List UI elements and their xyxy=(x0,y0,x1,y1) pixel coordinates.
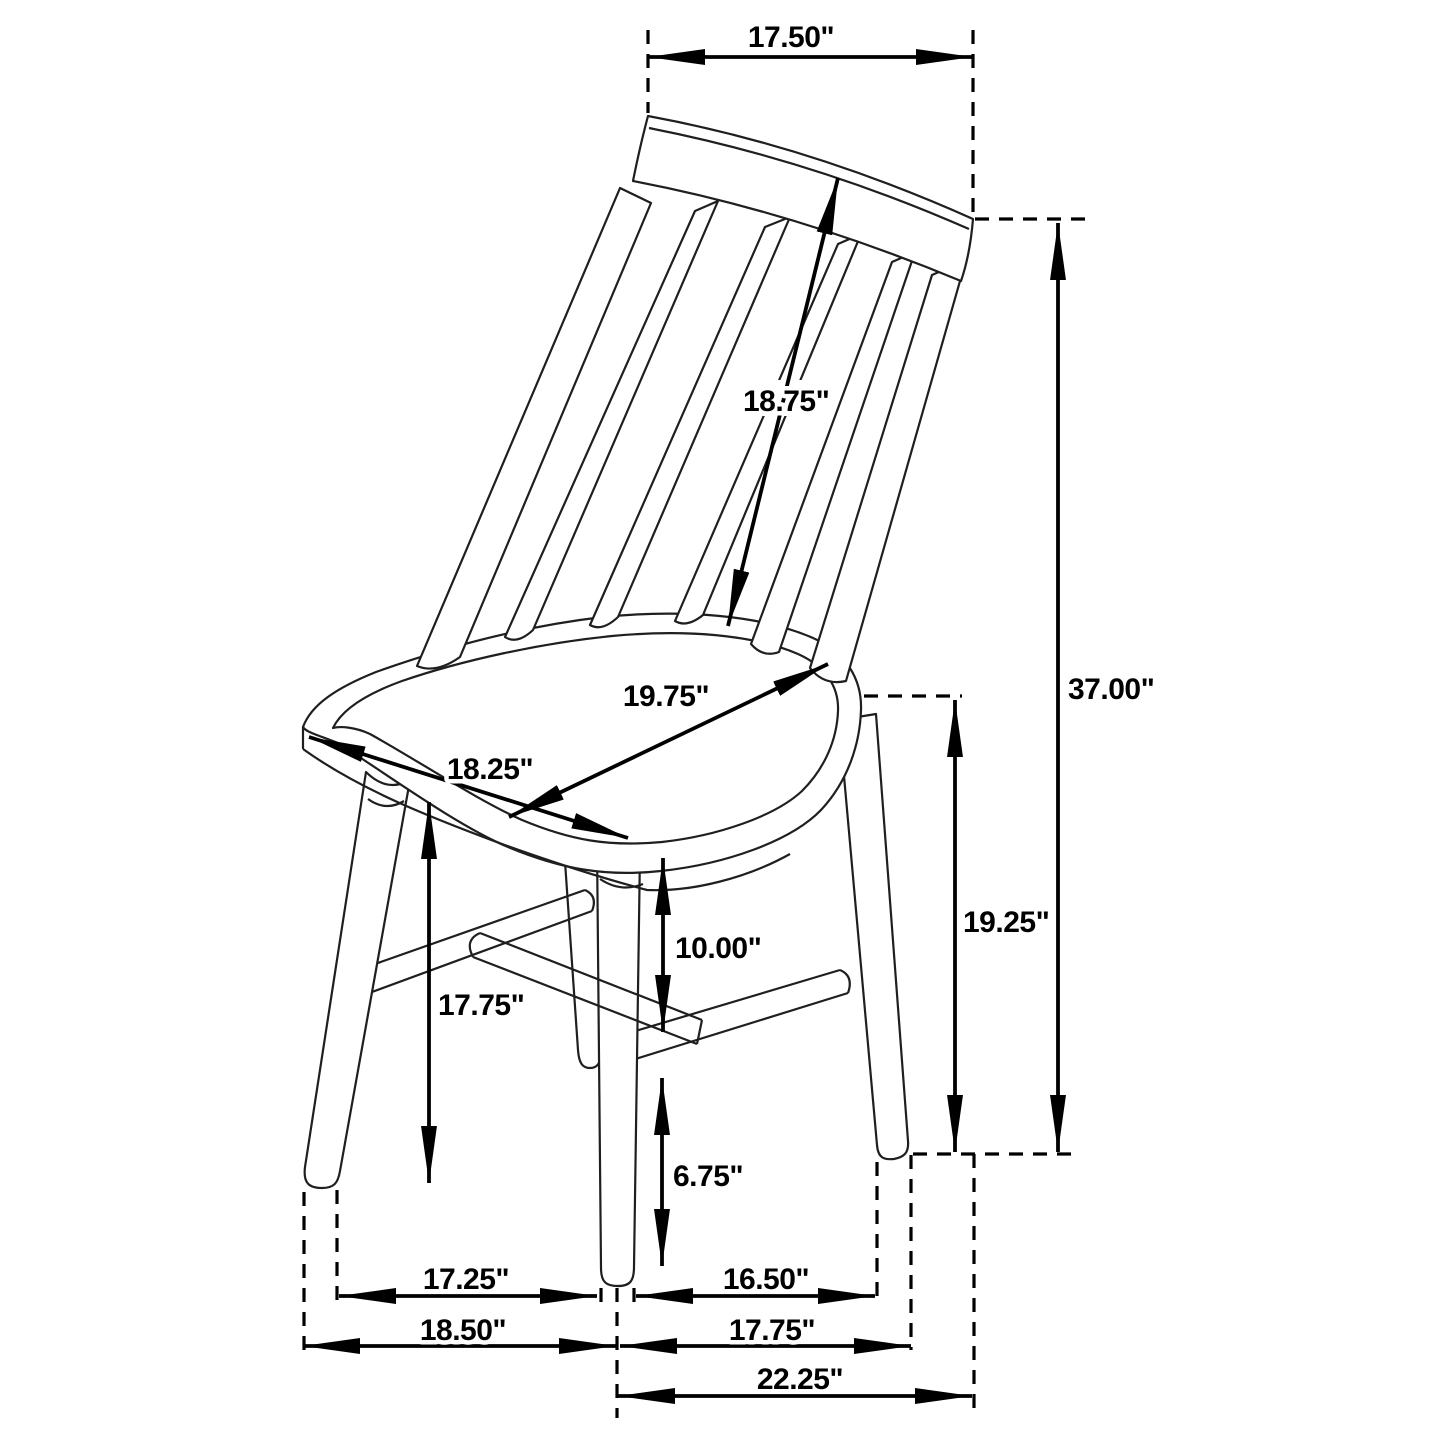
dim-overall-height: 37.00" xyxy=(1050,223,1159,1152)
dim-backrest-length: 18.75" xyxy=(726,177,840,627)
dim-label-stretcher-to-floor: 6.75" xyxy=(673,1160,743,1193)
dim-label-seat-front-width: 18.25" xyxy=(447,753,533,786)
chair-front-left-leg xyxy=(303,770,412,1190)
dim-stretcher-to-floor: 6.75" xyxy=(654,1078,748,1266)
dim-front-leg-spacing-outer: 18.50" xyxy=(303,1310,616,1354)
dim-front-leg-spacing-inner: 17.25" xyxy=(339,1259,597,1304)
chair-top-rail-accent xyxy=(648,126,970,231)
chair-spindle-1 xyxy=(503,199,720,641)
dim-back-leg-spacing-inner: 16.50" xyxy=(636,1259,875,1304)
chair-front-right-leg xyxy=(595,842,642,1288)
chair-left-post xyxy=(415,186,653,670)
dim-label-backrest-length: 18.75" xyxy=(743,385,829,418)
dim-label-overall-depth: 22.25" xyxy=(757,1363,843,1396)
dim-label-floor-to-seat-back: 19.25" xyxy=(963,906,1049,939)
dim-floor-to-seat-back: 19.25" xyxy=(947,700,1054,1152)
dim-overall-depth: 22.25" xyxy=(618,1359,972,1404)
dim-label-front-leg-spacing-outer: 18.50" xyxy=(420,1314,506,1347)
dim-label-floor-to-seat-front: 17.75" xyxy=(438,989,524,1022)
chair-right-stretcher xyxy=(611,968,851,1067)
chair-left-stretcher xyxy=(357,888,595,998)
dim-seat-front-width: 18.25" xyxy=(308,735,629,840)
dim-seat-to-stretcher: 10.00" xyxy=(655,858,766,1032)
dim-label-front-leg-spacing-inner: 17.25" xyxy=(423,1263,509,1296)
dim-label-back-top-width: 17.50" xyxy=(748,21,834,54)
chair-back-right-leg xyxy=(837,712,910,1161)
chair-front-right-leg-socket xyxy=(599,878,644,889)
dim-label-seat-depth-diagonal: 19.75" xyxy=(623,680,709,713)
dim-label-back-leg-spacing-inner: 16.50" xyxy=(723,1263,809,1296)
dimension-annotations: 17.50" 18.75" 37.00" 19.25" 19.75" 18.25… xyxy=(303,17,1159,1404)
extension-lines xyxy=(302,30,1085,1418)
chair-cross-stretcher xyxy=(468,931,704,1046)
dim-label-seat-to-stretcher: 10.00" xyxy=(675,932,761,965)
dim-label-back-leg-spacing-outer: 17.75" xyxy=(729,1314,815,1347)
dim-floor-to-seat-front: 17.75" xyxy=(421,802,529,1183)
dim-back-leg-spacing-outer: 17.75" xyxy=(620,1310,911,1354)
dim-back-top-width: 17.50" xyxy=(648,17,973,65)
dim-label-overall-height: 37.00" xyxy=(1068,673,1154,706)
